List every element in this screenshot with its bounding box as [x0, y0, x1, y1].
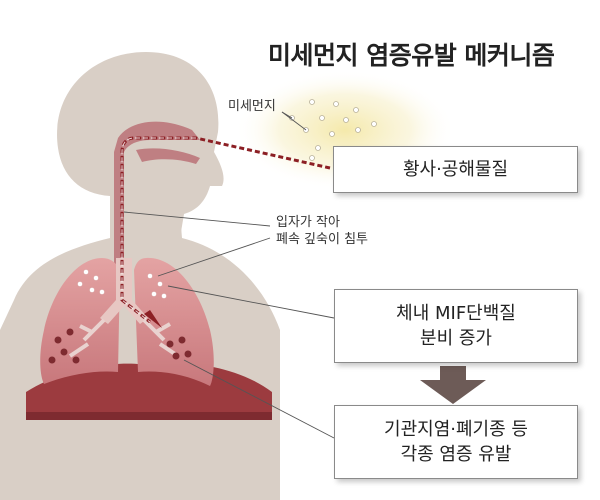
diaphragm-shadow — [26, 412, 272, 420]
head-silhouette — [57, 52, 224, 240]
penetration-line-1: 입자가 작아 — [276, 215, 340, 230]
dust-label: 미세먼지 — [228, 99, 276, 114]
dust-particles — [289, 99, 377, 161]
mif-box: 체내 MIF단백질 분비 증가 — [334, 289, 578, 363]
lung-inflammation-dots — [48, 328, 192, 364]
source-box-label: 황사·공해물질 — [402, 159, 509, 180]
result-box-line-2: 각종 염증 유발 — [400, 444, 512, 465]
inhalation-path-highlight — [121, 137, 196, 323]
path-arrowhead — [144, 310, 162, 328]
mouth-cavity — [136, 148, 200, 164]
penetration-label: 입자가 작아 폐속 깊숙이 침투 — [276, 214, 368, 248]
right-lung — [134, 257, 214, 386]
bronchi-left — [68, 318, 106, 358]
mif-box-line-1: 체내 MIF단백질 — [396, 303, 516, 324]
lung-particles — [77, 269, 167, 299]
flow-arrow — [420, 366, 486, 404]
result-box-line-1: 기관지염·폐기종 등 — [384, 419, 528, 440]
source-box: 황사·공해물질 — [333, 146, 578, 193]
left-lung — [40, 258, 120, 384]
page-title: 미세먼지 염증유발 메커니즘 — [268, 41, 555, 70]
trachea — [100, 258, 148, 324]
callout-lines — [123, 111, 335, 439]
mif-box-line-2: 분비 증가 — [420, 328, 492, 349]
penetration-line-2: 폐속 깊숙이 침투 — [276, 232, 368, 247]
result-box: 기관지염·폐기종 등 각종 염증 유발 — [334, 405, 578, 479]
